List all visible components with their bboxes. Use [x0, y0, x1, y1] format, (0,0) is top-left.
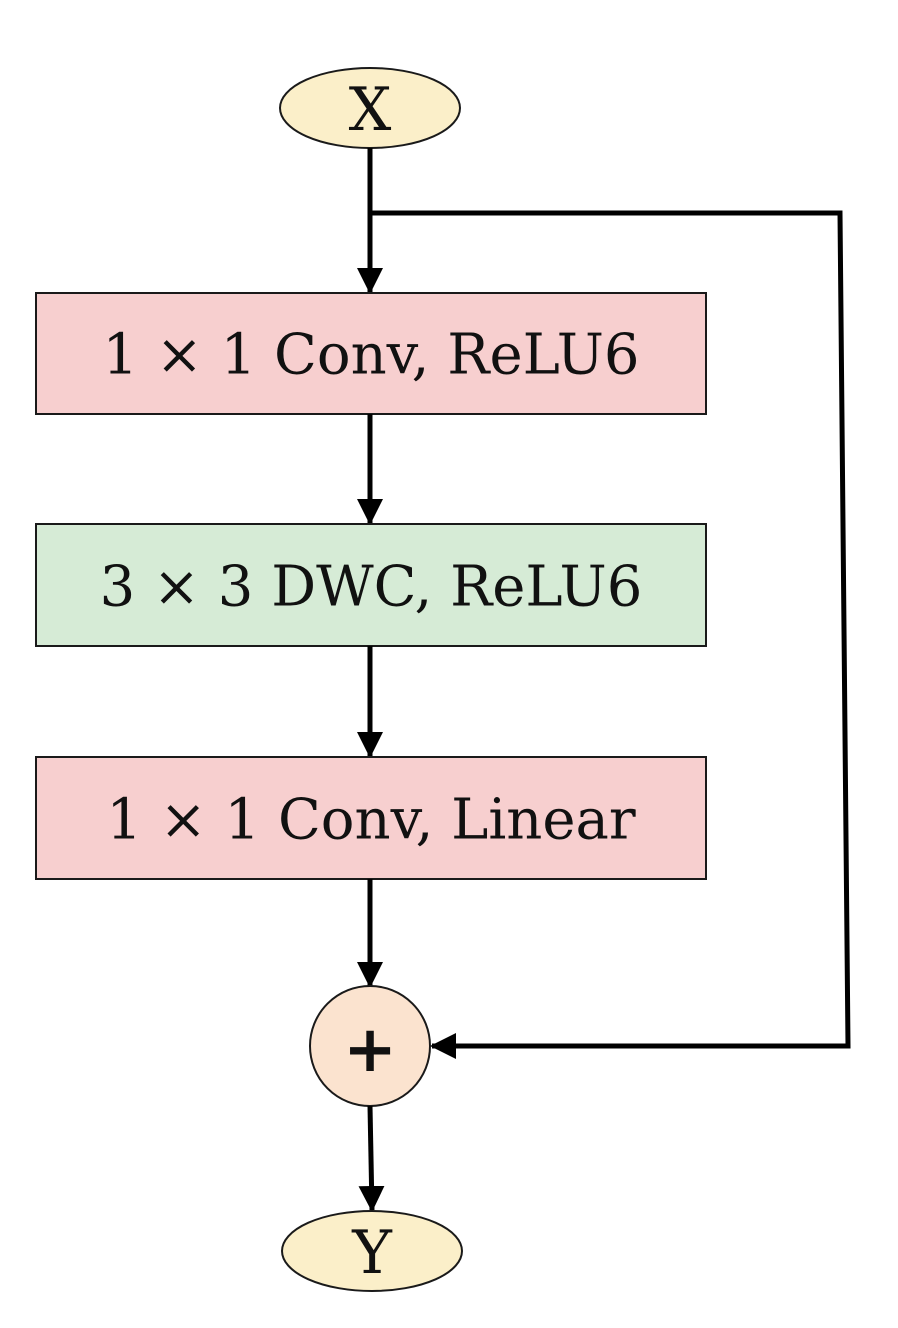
- add-symbol: +: [343, 1013, 397, 1087]
- conv1x1-linear-label: 1 × 1 Conv, Linear: [106, 788, 635, 853]
- dwc3x3-relu6-label: 3 × 3 DWC, ReLU6: [100, 555, 643, 620]
- output-node: Y: [281, 1210, 463, 1292]
- conv1x1-linear-box: [35, 756, 707, 880]
- conv1x1-relu6-block: 1 × 1 Conv, ReLU6: [35, 292, 707, 415]
- output-ellipse: [281, 1210, 463, 1292]
- arrow-add-to-output: [358, 1105, 385, 1212]
- skip-connection: [370, 210, 851, 1059]
- output-label: Y: [351, 1218, 393, 1288]
- conv1x1-relu6-box: [35, 292, 707, 415]
- conv1x1-relu6-label: 1 × 1 Conv, ReLU6: [102, 323, 639, 388]
- conv1x1-linear-block: 1 × 1 Conv, Linear: [35, 756, 707, 880]
- input-node: X: [279, 67, 461, 149]
- dwc3x3-relu6-block: 3 × 3 DWC, ReLU6: [35, 523, 707, 647]
- add-node: +: [309, 985, 431, 1107]
- dwc3x3-relu6-box: [35, 523, 707, 647]
- input-label: X: [349, 75, 392, 145]
